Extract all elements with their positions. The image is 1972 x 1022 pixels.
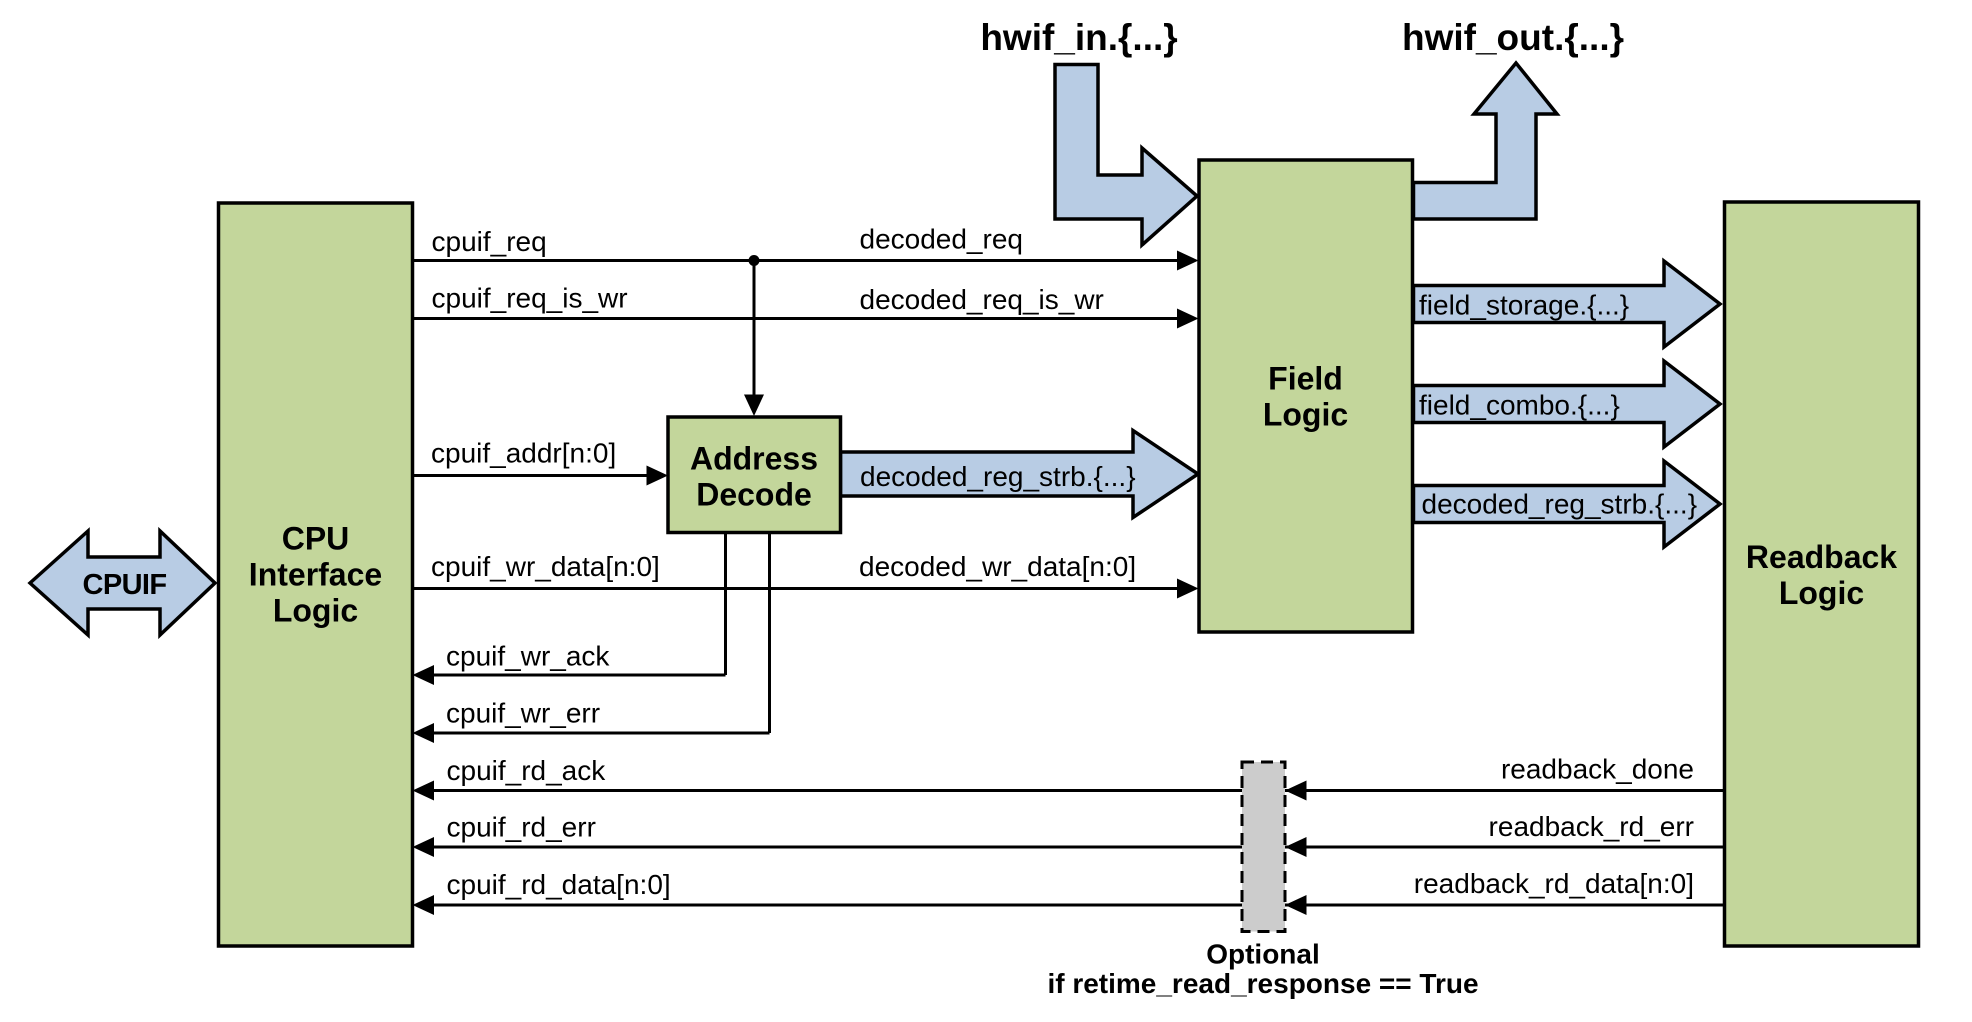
svg-text:Logic: Logic — [1779, 575, 1864, 611]
svg-text:field_combo.{...}: field_combo.{...} — [1419, 390, 1620, 421]
svg-text:readback_done: readback_done — [1501, 754, 1694, 785]
svg-text:Field: Field — [1268, 361, 1343, 397]
svg-text:cpuif_req_is_wr: cpuif_req_is_wr — [432, 283, 628, 314]
svg-text:cpuif_rd_err: cpuif_rd_err — [447, 812, 596, 843]
svg-text:decoded_reg_strb.{...}: decoded_reg_strb.{...} — [1422, 489, 1698, 520]
svg-text:Readback: Readback — [1746, 539, 1897, 575]
svg-text:cpuif_wr_err: cpuif_wr_err — [446, 698, 600, 729]
svg-text:Decode: Decode — [696, 477, 812, 513]
svg-text:readback_rd_data[n:0]: readback_rd_data[n:0] — [1414, 868, 1694, 899]
svg-text:Address: Address — [690, 441, 818, 477]
svg-text:CPUIF: CPUIF — [82, 569, 166, 601]
svg-text:hwif_out.{...}: hwif_out.{...} — [1402, 17, 1624, 58]
svg-text:decoded_reg_strb.{...}: decoded_reg_strb.{...} — [860, 461, 1136, 492]
svg-text:CPU: CPU — [282, 521, 350, 557]
svg-text:cpuif_addr[n:0]: cpuif_addr[n:0] — [431, 438, 616, 469]
svg-text:Optional: Optional — [1206, 939, 1320, 970]
svg-text:decoded_wr_data[n:0]: decoded_wr_data[n:0] — [859, 551, 1136, 582]
svg-text:readback_rd_err: readback_rd_err — [1489, 811, 1694, 842]
svg-text:field_storage.{...}: field_storage.{...} — [1419, 290, 1629, 321]
svg-text:if retime_read_response == Tru: if retime_read_response == True — [1047, 968, 1478, 999]
svg-text:Logic: Logic — [1263, 397, 1348, 433]
svg-text:cpuif_wr_ack: cpuif_wr_ack — [446, 641, 610, 672]
svg-text:decoded_req_is_wr: decoded_req_is_wr — [860, 284, 1104, 315]
svg-text:cpuif_wr_data[n:0]: cpuif_wr_data[n:0] — [431, 551, 660, 582]
svg-text:hwif_in.{...}: hwif_in.{...} — [980, 17, 1177, 58]
svg-text:cpuif_req: cpuif_req — [432, 226, 547, 257]
svg-text:Logic: Logic — [273, 593, 358, 629]
svg-text:cpuif_rd_data[n:0]: cpuif_rd_data[n:0] — [447, 869, 671, 900]
svg-text:cpuif_rd_ack: cpuif_rd_ack — [447, 755, 607, 786]
svg-text:Interface: Interface — [249, 557, 382, 593]
svg-text:decoded_req: decoded_req — [860, 224, 1023, 255]
